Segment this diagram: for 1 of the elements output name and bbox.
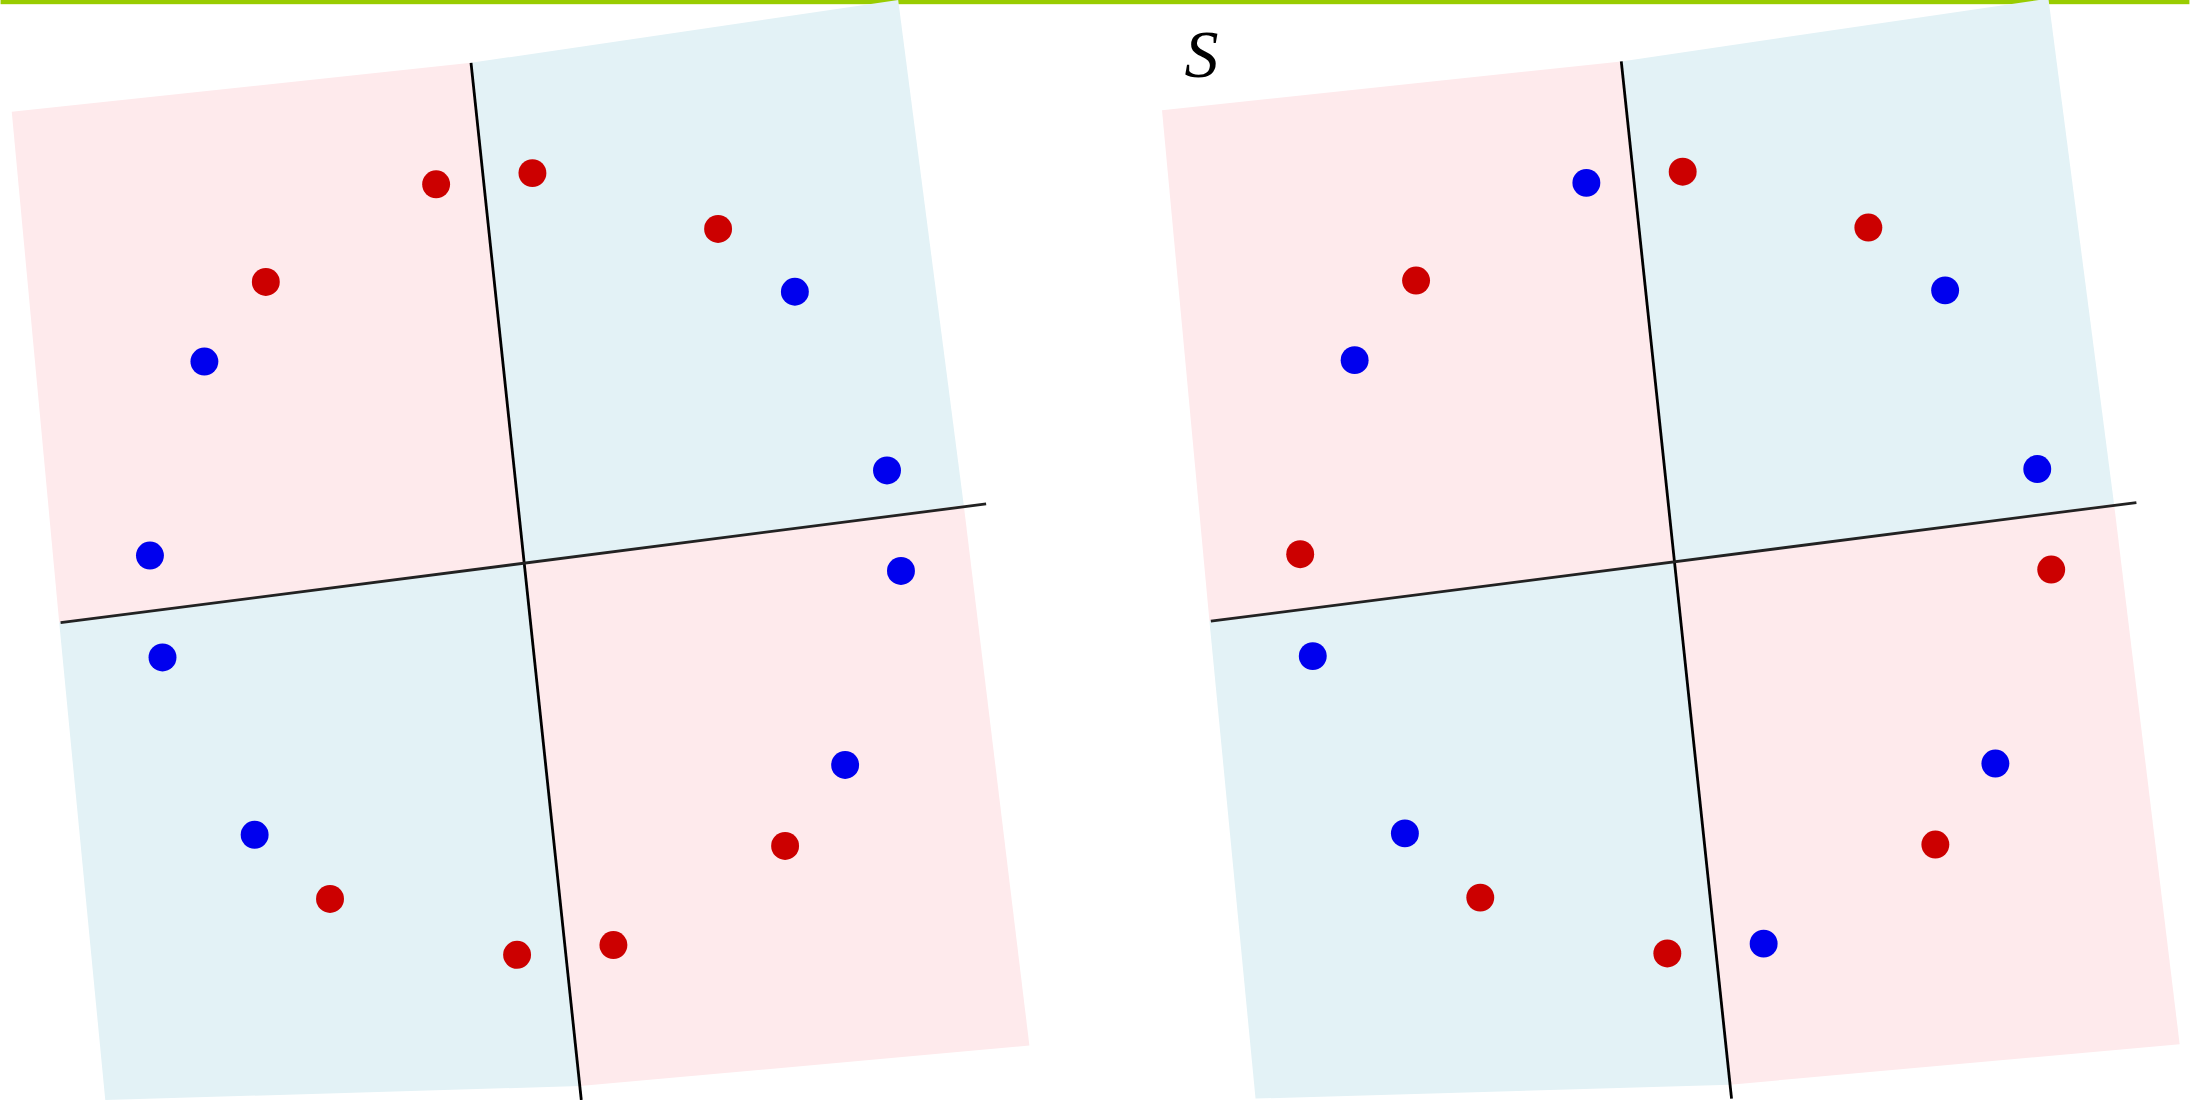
set-label: S bbox=[1184, 19, 1219, 88]
